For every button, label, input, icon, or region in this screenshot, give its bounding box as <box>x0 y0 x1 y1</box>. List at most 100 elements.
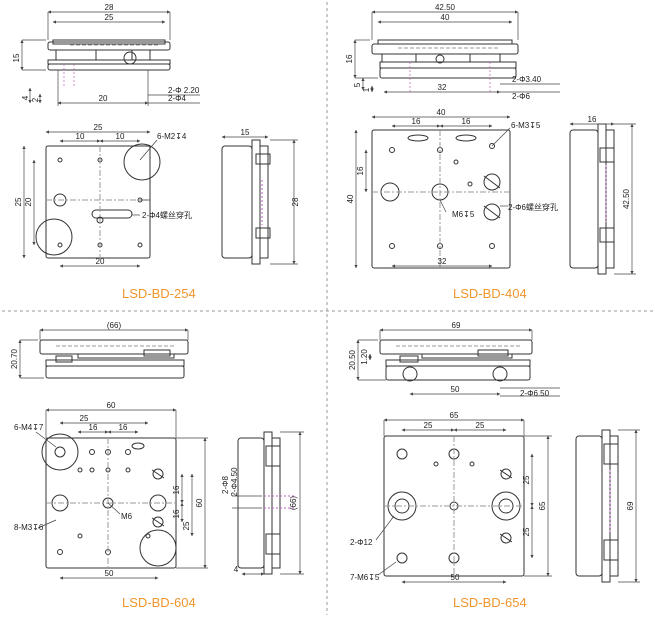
dim-404-top-1: 42.50 <box>435 3 456 12</box>
dim-604-plan-5: 6-M4↧7 <box>14 423 44 432</box>
dim-404-top-5: 1 <box>362 87 371 92</box>
dim-654-plan-9: 50 <box>451 573 460 582</box>
dim-604-plan-2: 25 <box>80 414 89 423</box>
dim-254-top-7: 2-Φ 2.20 <box>168 86 200 95</box>
model-404-elevation-dims <box>353 10 560 94</box>
dim-604-plan-8: 25 <box>182 521 191 530</box>
dim-254-plan-2: 10 <box>76 132 85 141</box>
model-254-plan-view <box>35 143 161 259</box>
dim-254-top-4: 4 <box>21 95 30 100</box>
model-604-elevation-view <box>39 339 189 379</box>
dim-254-top-6: 20 <box>99 94 108 103</box>
model-604-plan-dims <box>35 408 208 580</box>
dim-404-plan-6: 16 <box>356 166 365 175</box>
model-404-side-dims <box>569 122 636 275</box>
model-654-side-view <box>575 429 619 583</box>
dim-404-plan-7: M6↧5 <box>452 210 475 219</box>
dim-404-top-2: 40 <box>441 13 450 22</box>
model-654-elevation-dims <box>356 328 560 397</box>
dim-404-plan-5: 40 <box>346 194 355 203</box>
dim-254-top-2: 25 <box>105 13 114 22</box>
dim-404-top-7: 2-Φ3.40 <box>512 75 542 84</box>
dim-254-top-3: 15 <box>12 53 21 62</box>
dim-604-plan-9: 60 <box>195 498 204 507</box>
dim-404-top-4: 5 <box>353 82 362 87</box>
dim-604-side-1: 2-Φ8 <box>221 475 230 493</box>
dim-604-plan-1: 60 <box>107 401 116 410</box>
dim-604-side-4: 4 <box>234 565 239 574</box>
dim-654-plan-1: 65 <box>450 411 459 420</box>
dim-654-plan-5: 25 <box>522 527 531 536</box>
dim-654-top-1: 69 <box>452 321 461 330</box>
model-404-side-view <box>569 123 615 275</box>
dim-604-plan-12: 50 <box>105 569 114 578</box>
model-654-side-dims <box>618 429 640 583</box>
dim-404-side-2: 42.50 <box>622 188 631 209</box>
dim-254-plan-1: 25 <box>94 123 103 132</box>
model-254-plan-dims <box>22 130 158 268</box>
model-404-plan-view <box>371 129 511 269</box>
dim-654-plan-6: 65 <box>538 501 547 510</box>
model-604-drawing <box>18 328 304 580</box>
dim-404-plan-1: 40 <box>437 108 446 117</box>
model-604-elevation-dims <box>18 328 189 379</box>
dim-604-top-1: (66) <box>107 321 122 330</box>
dim-404-top-6: 32 <box>438 83 447 92</box>
model-404-plan-dims <box>354 115 511 269</box>
model-254-drawing <box>20 10 298 268</box>
dim-654-plan-3: 25 <box>476 421 485 430</box>
model-label-254: LSD-BD-254 <box>122 286 196 301</box>
dim-254-plan-7: 2-Φ4螺丝穿孔 <box>142 210 192 220</box>
dim-404-plan-3: 16 <box>462 117 471 126</box>
model-604-plan-view <box>41 433 177 569</box>
dim-604-plan-7: 16 <box>172 509 181 518</box>
dim-254-plan-8: 20 <box>96 257 105 266</box>
dim-254-top-8: 2-Φ4 <box>168 94 186 103</box>
dim-404-top-8: 2-Φ6 <box>512 92 530 101</box>
model-254-elevation-view <box>47 39 171 71</box>
model-654-drawing <box>356 328 640 584</box>
dim-254-side-1: 15 <box>241 128 250 137</box>
dim-254-top-5: 2 <box>31 97 40 102</box>
model-404-elevation-view <box>371 39 519 79</box>
model-254-side-view <box>221 139 271 265</box>
dim-654-plan-2: 25 <box>424 421 433 430</box>
dim-604-plan-6: 16 <box>172 485 181 494</box>
dim-254-plan-3: 10 <box>116 132 125 141</box>
dim-604-side-3: (66) <box>289 496 298 511</box>
dim-404-plan-8: 2-Φ6螺丝穿孔 <box>508 202 558 212</box>
dim-604-plan-10: M6 <box>121 512 133 521</box>
dim-654-top-3: 1.20 <box>360 349 369 365</box>
dim-604-plan-4: 16 <box>119 423 128 432</box>
model-654-plan-view <box>383 435 525 577</box>
model-254-side-dims <box>221 135 298 265</box>
model-654-plan-dims <box>375 418 552 584</box>
dim-254-side-2: 28 <box>291 197 300 206</box>
model-604-side-dims <box>232 431 304 576</box>
dim-654-top-5: 2-Φ6.50 <box>520 389 550 398</box>
dim-604-side-2: 2-Φ4.50 <box>230 467 239 497</box>
dim-404-top-3: 16 <box>345 54 354 63</box>
dim-654-side-1: 69 <box>626 501 635 510</box>
dim-654-top-4: 50 <box>451 385 460 394</box>
model-label-404: LSD-BD-404 <box>453 286 527 301</box>
model-604-side-view <box>237 431 296 575</box>
dim-254-plan-5: 25 <box>14 197 23 206</box>
dim-404-plan-2: 16 <box>412 117 421 126</box>
dim-654-top-2: 20.50 <box>348 349 357 370</box>
dim-404-plan-9: 32 <box>438 257 447 266</box>
model-654-elevation-view <box>379 339 533 382</box>
dimension-labels: 28 25 15 4 2 20 2-Φ 2.20 2-Φ4 25 10 10 6… <box>10 3 635 582</box>
model-404-drawing <box>353 10 636 275</box>
dim-654-plan-7: 2-Φ12 <box>350 538 373 547</box>
dim-654-plan-8: 7-M6↧5 <box>350 573 380 582</box>
dim-254-plan-4: 6-M2↧4 <box>157 132 187 141</box>
dim-654-plan-4: 25 <box>522 475 531 484</box>
model-label-604: LSD-BD-604 <box>122 595 196 610</box>
dim-604-plan-11: 8-M3↧6 <box>14 523 44 532</box>
dim-604-plan-3: 16 <box>89 423 98 432</box>
dim-254-top-1: 28 <box>105 3 114 12</box>
dim-254-plan-6: 20 <box>24 197 33 206</box>
